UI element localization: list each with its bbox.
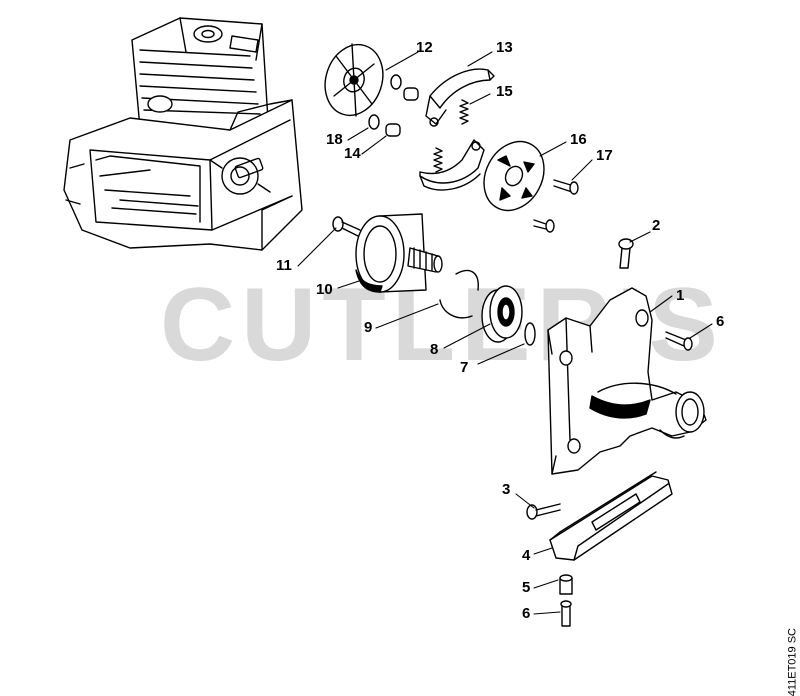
callout-1: 1 — [676, 287, 685, 304]
part-14-18-washers — [368, 74, 419, 137]
part-10-clutch-drum — [355, 213, 443, 293]
callout-12: 12 — [416, 39, 433, 56]
part-7-ring — [524, 322, 536, 346]
parts-diagram: CUTLER'S — [63, 17, 798, 696]
clutch-shoe-lower — [419, 139, 485, 191]
part-5-sleeve — [559, 574, 573, 595]
drawing-code: 411ET019 SC — [786, 628, 798, 696]
part-15-spring — [433, 99, 469, 173]
callout-6-bottom: 6 — [522, 605, 531, 622]
part-9-circlip — [439, 269, 479, 319]
part-3-screw — [526, 503, 561, 520]
callout-2: 2 — [652, 217, 661, 234]
part-8-bearing — [481, 285, 523, 343]
part-17-screw — [533, 179, 579, 233]
engine-assembly — [63, 17, 303, 251]
part-6-screw-bottom — [560, 600, 572, 627]
exploded-view-drawing — [63, 17, 713, 627]
callout-4: 4 — [522, 547, 531, 564]
part-4-bracket — [549, 471, 673, 561]
callout-16: 16 — [570, 131, 587, 148]
callout-13: 13 — [496, 39, 513, 56]
callout-14: 14 — [344, 145, 361, 162]
part-16-clutch-plate — [483, 140, 545, 212]
leader-lines — [297, 51, 713, 615]
callout-6-right: 6 — [716, 313, 725, 330]
callout-15: 15 — [496, 83, 513, 100]
callout-18: 18 — [326, 131, 343, 148]
callout-8: 8 — [430, 341, 439, 358]
callout-11: 11 — [276, 257, 292, 274]
callout-10: 10 — [316, 281, 333, 298]
part-12-clutch-carrier — [324, 43, 384, 117]
callout-9: 9 — [364, 319, 373, 336]
part-11-screw — [332, 216, 361, 237]
callout-7: 7 — [460, 359, 469, 376]
callout-5: 5 — [522, 579, 531, 596]
part-6-screw-right — [665, 331, 693, 351]
callout-3: 3 — [502, 481, 511, 498]
part-13-clutch-shoe — [425, 68, 495, 127]
part-2-screw — [618, 238, 634, 269]
part-1-housing — [547, 287, 707, 475]
callout-17: 17 — [596, 147, 613, 164]
